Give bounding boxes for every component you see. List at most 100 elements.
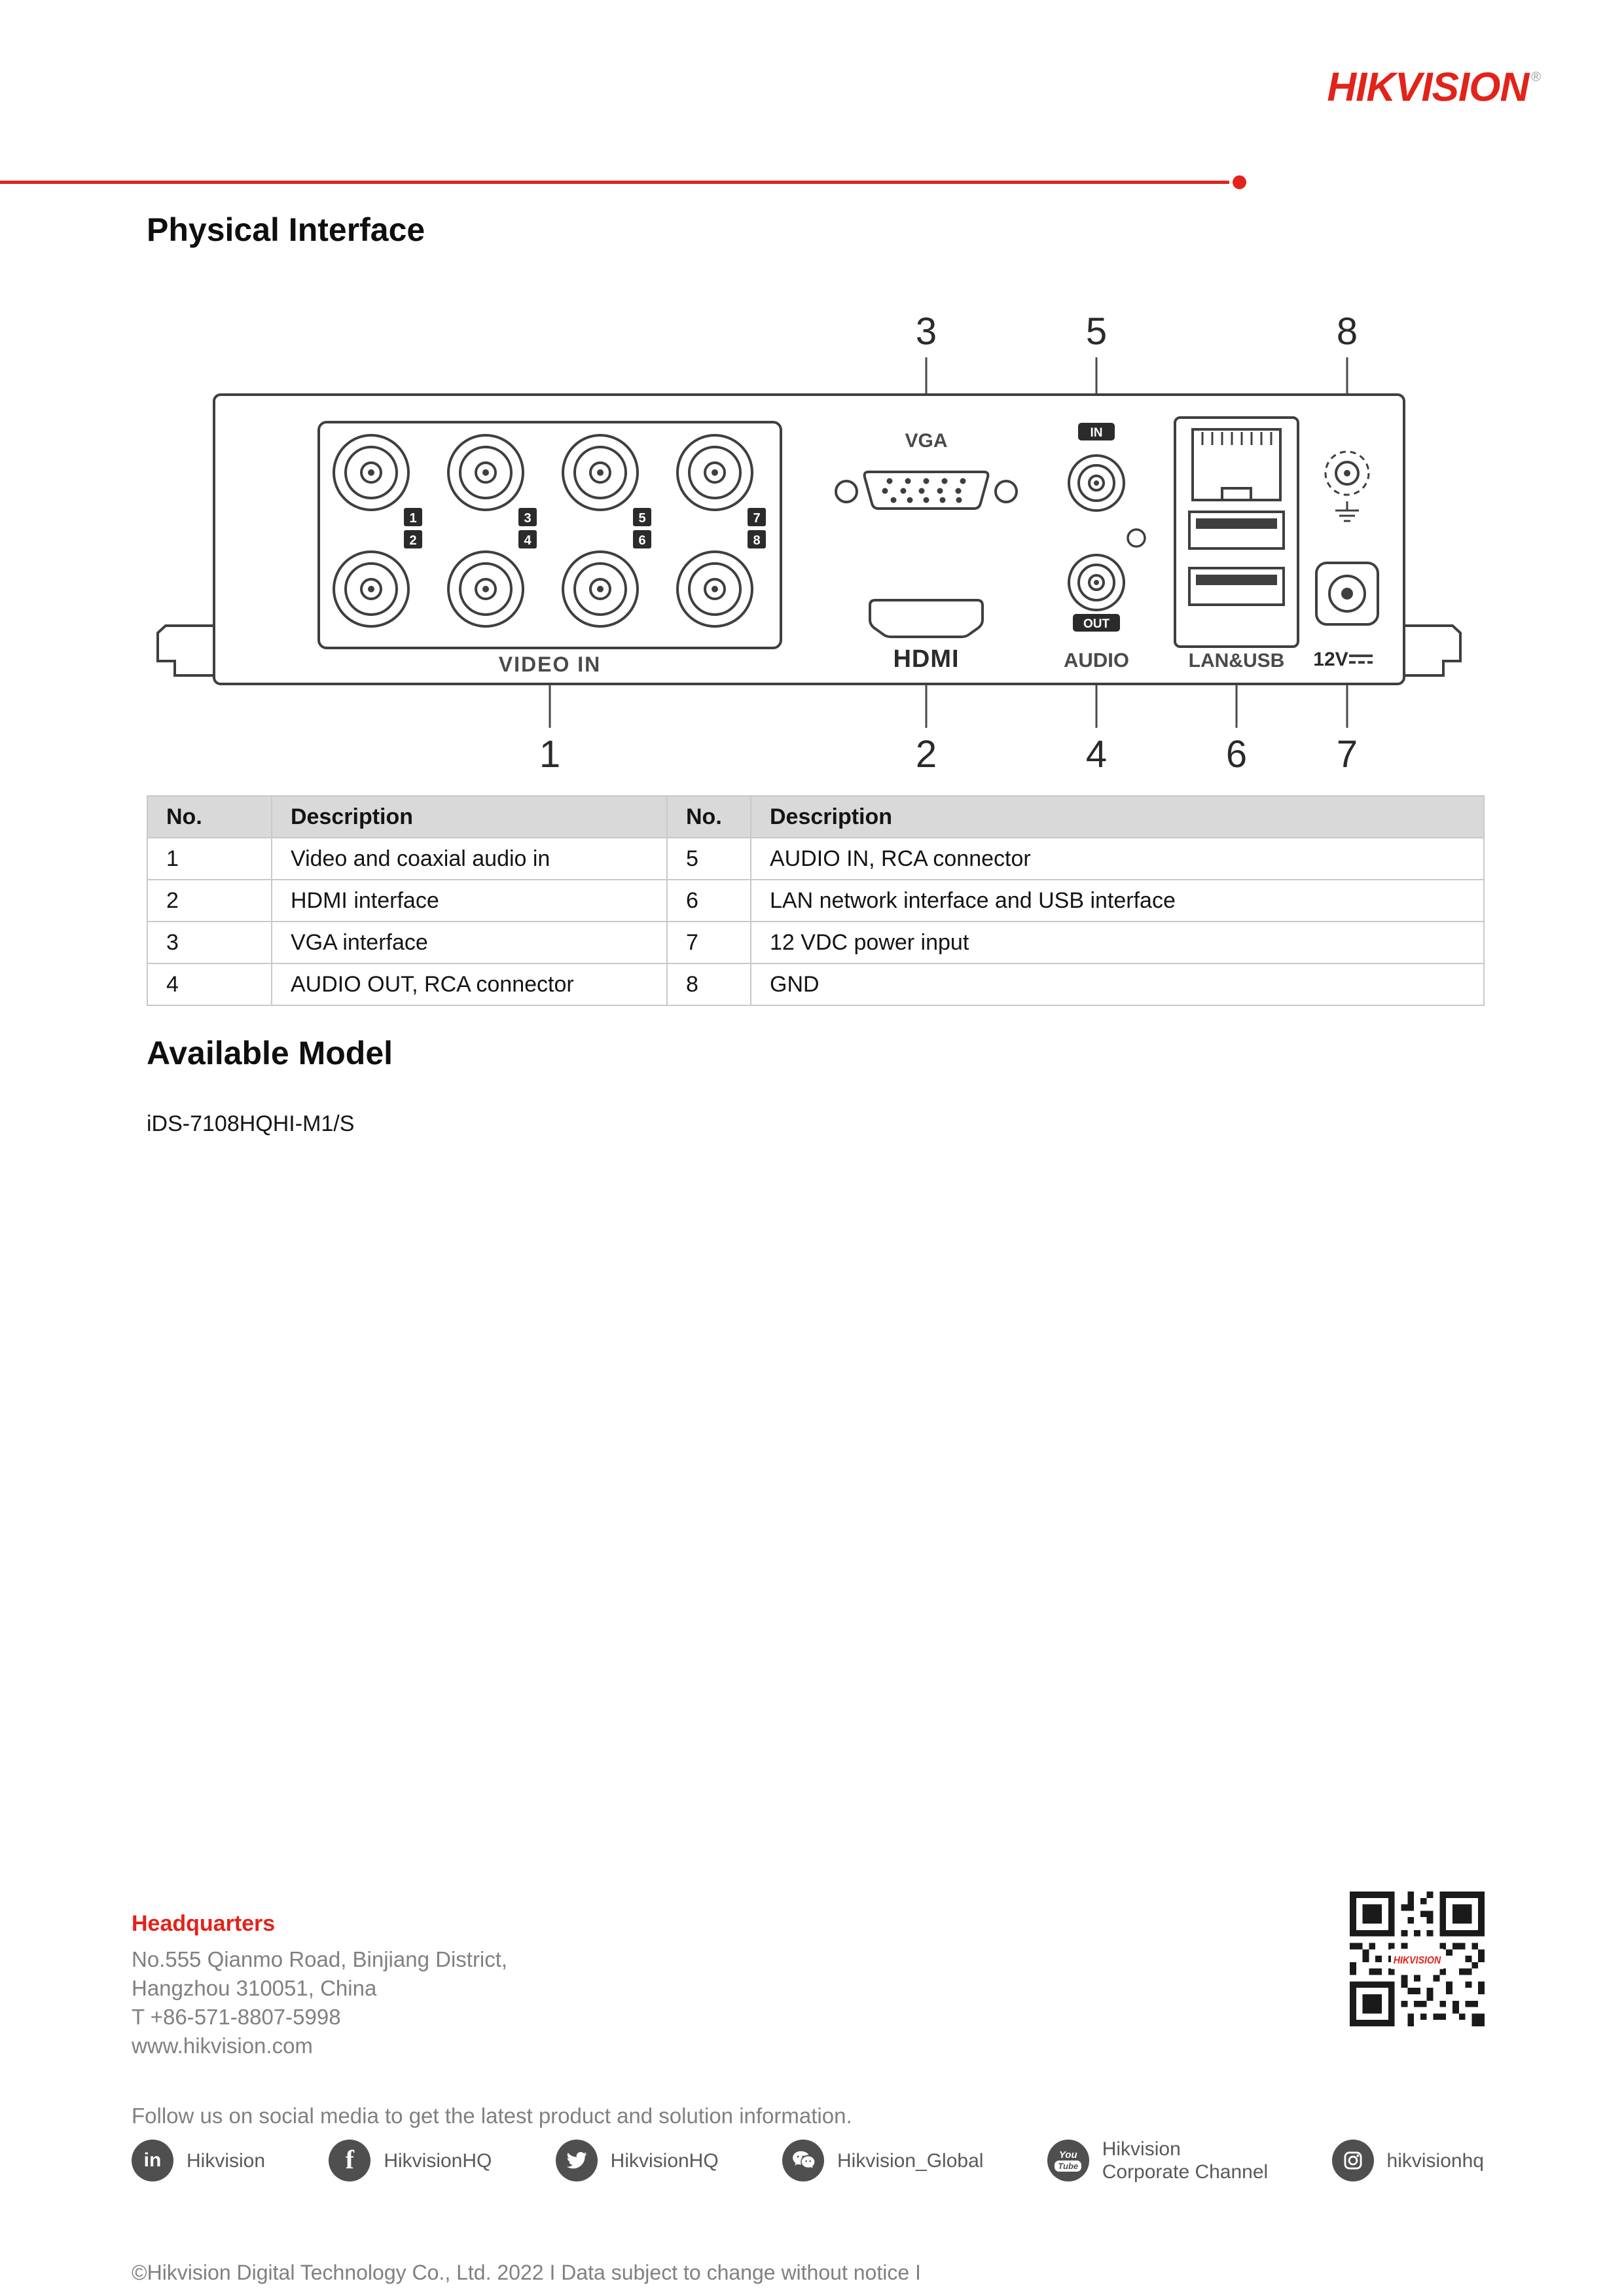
hdmi-port: HDMI: [869, 599, 984, 673]
svg-text:3: 3: [524, 511, 531, 526]
table-row: 2 HDMI interface 6 LAN network interface…: [147, 879, 1485, 922]
instagram-camera: [1344, 2151, 1362, 2170]
vga-port: VGA: [835, 430, 1018, 510]
wechat-bubbles: [793, 2151, 815, 2168]
headquarters-address: No.555 Qianmo Road, Binjiang District, H…: [132, 1945, 507, 2060]
social-item-linkedin[interactable]: in Hikvision: [132, 2140, 265, 2181]
available-model-title: Available Model: [147, 1035, 393, 1071]
cell-no: 6: [666, 879, 751, 922]
table-header-cell: No.: [666, 795, 751, 838]
cell-description: GND: [750, 963, 1485, 1006]
social-item-facebook[interactable]: f HikvisionHQ: [329, 2140, 492, 2181]
headquarters-title: Headquarters: [132, 1911, 276, 1936]
website-link[interactable]: www.hikvision.com: [132, 2034, 313, 2058]
callout-4: 4: [1086, 733, 1107, 772]
lan-usb-label: LAN&USB: [1189, 650, 1285, 672]
channel-number-tags: 1 2 3 4 5 6 7 8: [404, 508, 766, 548]
audio-out-connector: OUT: [1068, 554, 1125, 632]
wechat-icon: [782, 2140, 824, 2181]
callout-1: 1: [539, 733, 560, 772]
address-line: T +86-571-8807-5998: [132, 2005, 341, 2029]
table-header-cell: Description: [750, 795, 1485, 838]
twitter-bird: [566, 2151, 587, 2169]
table-row: 4 AUDIO OUT, RCA connector 8 GND: [147, 963, 1485, 1006]
svg-text:8: 8: [753, 533, 760, 548]
callout-3: 3: [916, 310, 937, 353]
copyright-line: ©Hikvision Digital Technology Co., Ltd. …: [132, 2261, 921, 2284]
bnc-connector: [676, 550, 753, 628]
social-item-wechat[interactable]: Hikvision_Global: [782, 2140, 983, 2181]
callout-numbers: 3 5 8 1 2 4 6 7: [539, 310, 1358, 772]
social-label: Hikvision: [187, 2149, 266, 2172]
cell-no: 7: [666, 921, 751, 964]
cell-no: 2: [147, 879, 272, 922]
callout-6: 6: [1226, 733, 1247, 772]
follow-us-text: Follow us on social media to get the lat…: [132, 2104, 852, 2128]
cell-description: Video and coaxial audio in: [271, 837, 668, 880]
model-number: iDS-7108HQHI-M1/S: [147, 1111, 355, 1136]
linkedin-glyph: in: [143, 2149, 162, 2171]
facebook-glyph: f: [345, 2145, 354, 2174]
qr-code-svg: HIKVISION: [1350, 1892, 1485, 2026]
bnc-connector: [562, 550, 639, 628]
audio-label: AUDIO: [1064, 649, 1129, 672]
video-in-panel: [317, 421, 782, 649]
table-header-cell: No.: [147, 795, 272, 838]
rear-panel-svg: 1 2 3 4 5 6 7 8 VIDEO IN VGA: [156, 310, 1462, 772]
cell-description: LAN network interface and USB interface: [750, 879, 1485, 922]
social-label: Hikvision_Global: [837, 2149, 984, 2172]
instagram-icon: [1331, 2140, 1374, 2181]
cell-description: 12 VDC power input: [750, 921, 1485, 964]
callout-5: 5: [1086, 310, 1107, 353]
svg-text:7: 7: [753, 511, 760, 526]
lan-usb-block: LAN&USB: [1174, 416, 1299, 672]
gnd-terminal: [1324, 450, 1370, 522]
social-item-twitter[interactable]: HikvisionHQ: [555, 2140, 719, 2181]
usb-port: [1188, 567, 1285, 606]
cell-description: VGA interface: [271, 921, 668, 964]
audio-in-badge: IN: [1091, 426, 1103, 440]
qr-code: HIKVISION: [1350, 1892, 1485, 2026]
cell-no: 4: [147, 963, 272, 1006]
audio-out-badge: OUT: [1083, 617, 1110, 631]
bnc-connector: [562, 434, 639, 511]
hikvision-logo: HIKVISION®: [1327, 64, 1541, 111]
qr-logo-plate: [1390, 1948, 1444, 1969]
svg-text:6: 6: [638, 533, 645, 548]
registered-mark: ®: [1531, 70, 1541, 84]
social-label: HikvisionHQ: [610, 2149, 719, 2172]
table-row: 3 VGA interface 7 12 VDC power input: [147, 921, 1485, 964]
rear-panel-diagram: 1 2 3 4 5 6 7 8 VIDEO IN VGA: [141, 308, 1483, 772]
callout-7: 7: [1337, 733, 1358, 772]
svg-text:1: 1: [409, 511, 416, 526]
rule-end-dot: [1233, 175, 1246, 189]
mounting-ear-right: [1403, 624, 1462, 677]
bnc-connector: [676, 434, 753, 511]
usb-port: [1188, 511, 1285, 550]
table-header-row: No. Description No. Description: [147, 795, 1485, 838]
audio-in-connector: IN: [1068, 423, 1125, 512]
bnc-connector: [447, 550, 524, 628]
social-item-instagram[interactable]: hikvisionhq: [1331, 2140, 1484, 2181]
power-label: 12V: [1313, 649, 1348, 670]
dc-symbol: [1349, 655, 1373, 664]
cell-no: 3: [147, 921, 272, 964]
svg-text:4: 4: [524, 533, 532, 548]
twitter-icon: [555, 2140, 598, 2181]
svg-text:2: 2: [409, 533, 416, 548]
callout-lines: [549, 357, 1348, 728]
address-line: No.555 Qianmo Road, Binjiang District,: [132, 1947, 508, 1971]
bnc-connector: [333, 550, 410, 628]
mounting-ear-left: [156, 624, 215, 677]
qr-center-brand: HIKVISION: [1394, 1955, 1441, 1966]
table-header-cell: Description: [271, 795, 668, 838]
cell-description: AUDIO OUT, RCA connector: [271, 963, 668, 1006]
youtube-icon: You Tube: [1047, 2140, 1089, 2181]
hdmi-label: HDMI: [893, 645, 959, 673]
cell-no: 1: [147, 837, 272, 880]
callout-2: 2: [916, 733, 937, 772]
facebook-icon: f: [329, 2140, 371, 2181]
header-rule: [0, 175, 1246, 189]
